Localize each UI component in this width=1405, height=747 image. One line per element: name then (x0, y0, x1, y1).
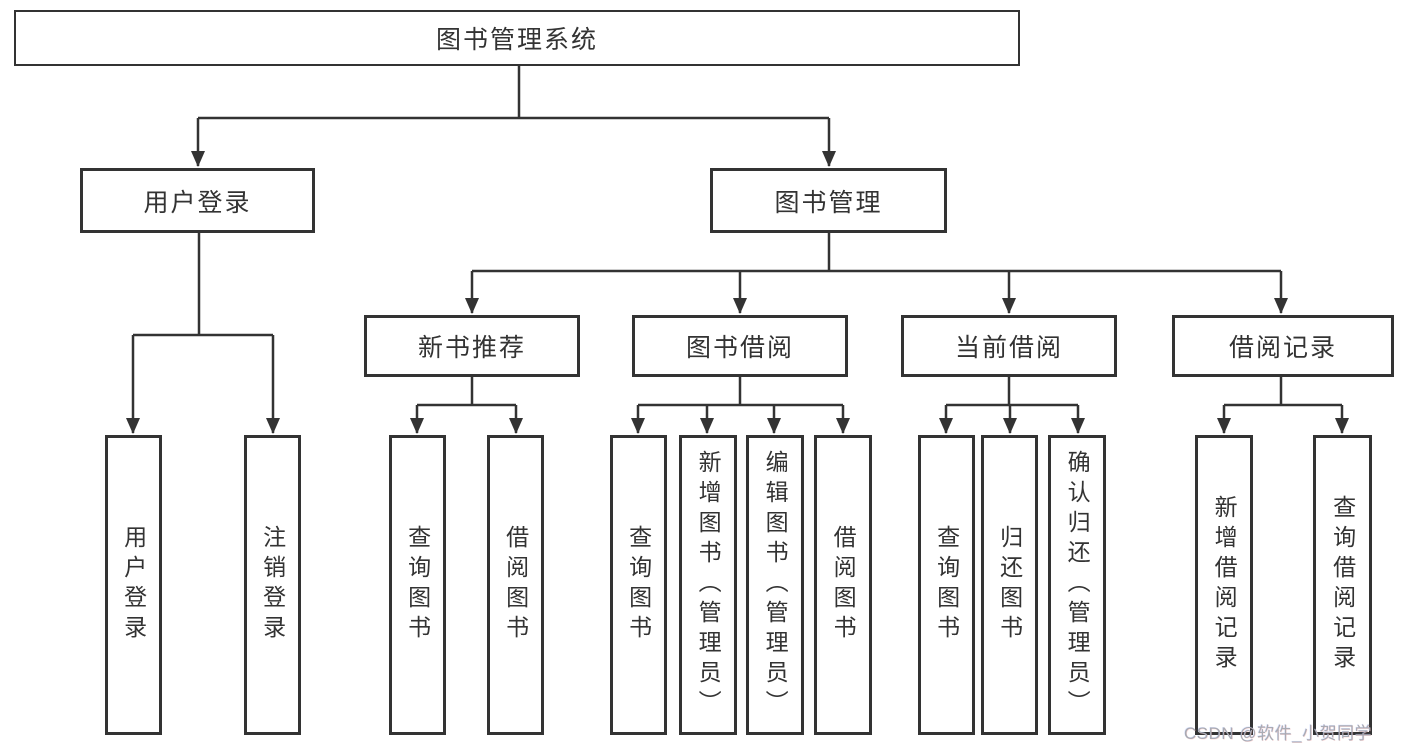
leaf-query-books: 查询图书 (610, 435, 667, 735)
leaf-borrow-books: 借阅图书 (814, 435, 872, 735)
leaf-add-book-admin: 新增图书（管理员） (679, 435, 737, 735)
node-label: 新书推荐 (417, 334, 526, 362)
node-label: 注销登录 (259, 525, 286, 645)
node-label: 编辑图书（管理员） (762, 450, 789, 720)
leaf-confirm-return-admin: 确认归还（管理员） (1048, 435, 1106, 735)
node-label: 用户登录 (143, 188, 252, 217)
leaf-logout: 注销登录 (244, 435, 301, 735)
leaf-return-books: 归还图书 (981, 435, 1038, 735)
node-label: 借阅图书 (830, 525, 857, 645)
node-current-borrowing: 当前借阅 (901, 315, 1117, 377)
leaf-query-books: 查询图书 (389, 435, 446, 735)
node-label: 新增借阅记录 (1211, 495, 1238, 675)
node-borrowing-records: 借阅记录 (1172, 315, 1394, 377)
node-label: 图书管理 (774, 188, 883, 217)
node-book-borrowing: 图书借阅 (632, 315, 848, 377)
node-label: 借阅图书 (502, 525, 529, 645)
leaf-borrow-books: 借阅图书 (487, 435, 544, 735)
node-label: 借阅记录 (1228, 334, 1337, 362)
node-label: 新增图书（管理员） (695, 450, 722, 720)
node-label: 查询图书 (625, 525, 652, 645)
root-node-library-management-system: 图书管理系统 (14, 10, 1020, 66)
node-label: 确认归还（管理员） (1064, 450, 1091, 720)
leaf-query-borrow-record: 查询借阅记录 (1313, 435, 1372, 735)
node-label: 图书借阅 (685, 334, 794, 362)
node-new-book-recommendation: 新书推荐 (364, 315, 580, 377)
node-book-management: 图书管理 (710, 168, 947, 233)
leaf-query-books: 查询图书 (918, 435, 975, 735)
node-label: 查询图书 (933, 525, 960, 645)
node-label: 查询借阅记录 (1329, 495, 1356, 675)
node-user-login: 用户登录 (80, 168, 315, 233)
leaf-user-login: 用户登录 (105, 435, 162, 735)
node-label: 图书管理系统 (435, 26, 598, 54)
node-label: 归还图书 (996, 525, 1023, 645)
watermark: CSDN @软件_小贺同学 (1184, 724, 1373, 743)
node-label: 当前借阅 (954, 334, 1063, 362)
node-label: 查询图书 (404, 525, 431, 645)
leaf-edit-book-admin: 编辑图书（管理员） (746, 435, 804, 735)
leaf-add-borrow-record: 新增借阅记录 (1195, 435, 1253, 735)
node-label: 用户登录 (120, 525, 147, 645)
